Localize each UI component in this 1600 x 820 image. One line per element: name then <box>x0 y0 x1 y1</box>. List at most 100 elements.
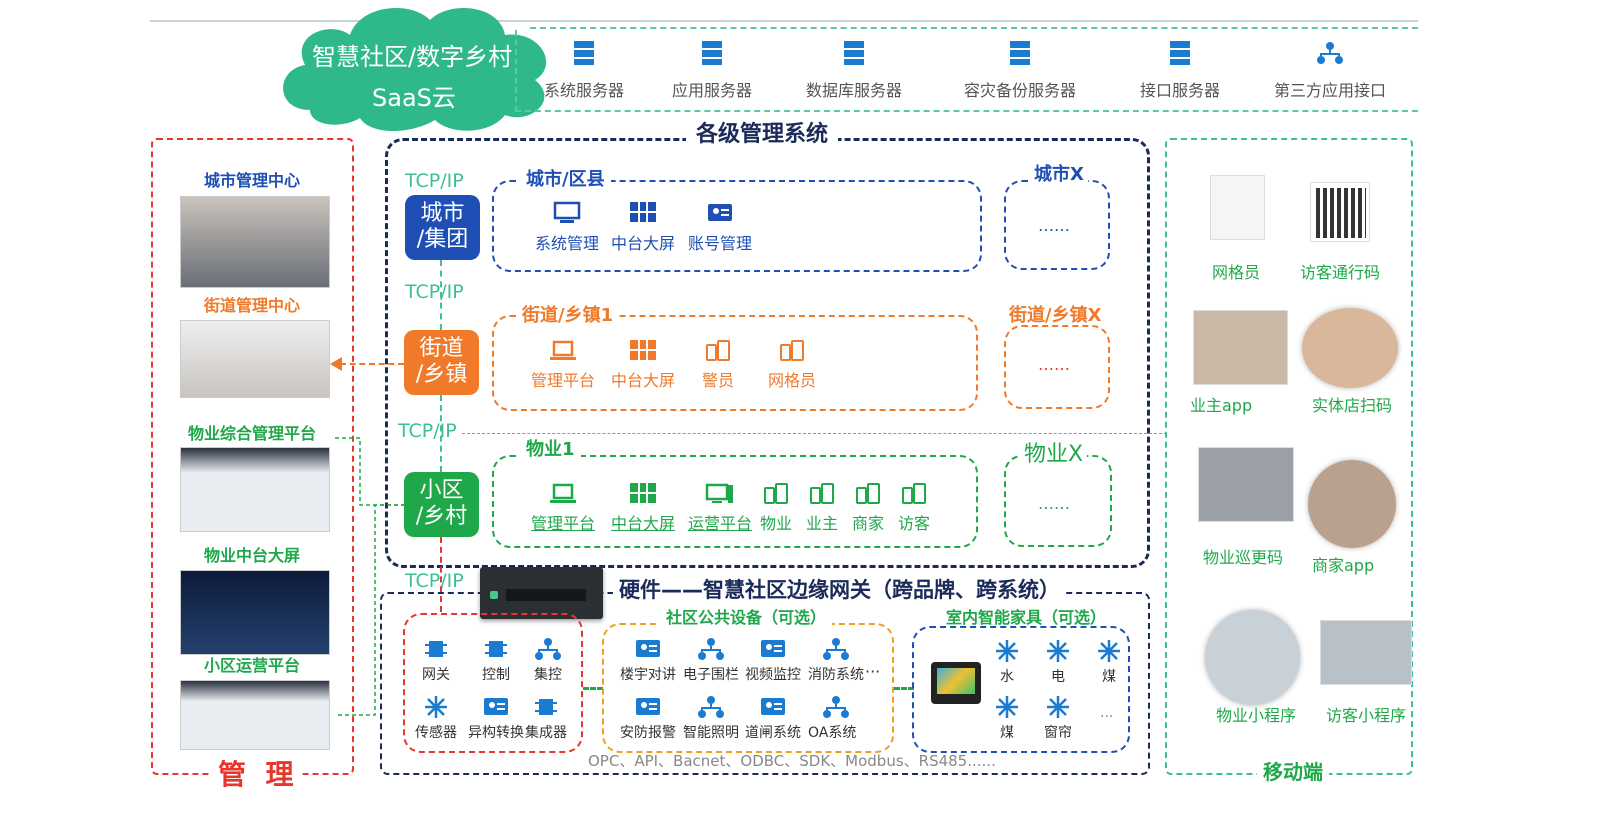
city-block-l2: /集团 <box>416 227 469 252</box>
gw-label-4: 异构转换 <box>468 725 524 741</box>
server-label-0: 系统服务器 <box>544 81 625 100</box>
gateway-box <box>403 613 583 753</box>
public-icon-6 <box>758 694 788 720</box>
home-more: ... <box>1100 705 1114 721</box>
home-label-0: 水 <box>1000 669 1014 685</box>
community-item-label-3: 物业 <box>760 514 793 533</box>
gw-icon-4 <box>481 694 511 720</box>
community-block-l2: /乡村 <box>415 504 468 529</box>
gw-label-2: 集控 <box>534 667 562 683</box>
home-box <box>912 626 1130 753</box>
community-item-icon-5 <box>853 481 883 507</box>
community-x-title: 物业X <box>1020 444 1088 466</box>
server-label-5: 第三方应用接口 <box>1274 81 1387 100</box>
mobile-image-3 <box>1302 308 1398 388</box>
community-item-label-1: 中台大屏 <box>611 514 676 533</box>
street-item-icon-2 <box>703 338 733 364</box>
public-icon-1 <box>696 636 726 662</box>
community-item-label-4: 业主 <box>806 514 839 533</box>
gw-label-5: 集成器 <box>525 725 567 741</box>
community-item-icon-0 <box>548 481 578 507</box>
mobile-label-7: 访客小程序 <box>1326 706 1407 725</box>
gw-label-3: 传感器 <box>415 725 457 741</box>
community-item-icon-2 <box>705 481 735 507</box>
mobile-label-6: 物业小程序 <box>1216 706 1297 725</box>
server-icon-1 <box>697 40 727 66</box>
community-block[interactable]: 小区/乡村 <box>404 472 479 537</box>
home-icon-0 <box>992 638 1022 664</box>
city-x-title: 城市X <box>1030 166 1088 184</box>
home-icon-1 <box>1043 638 1073 664</box>
left-label-3: 物业中台大屏 <box>204 546 301 565</box>
mobile-image-5 <box>1308 460 1396 548</box>
home-icon-2 <box>1094 638 1124 664</box>
city-box <box>492 180 982 272</box>
home-label-3: 煤 <box>1000 725 1014 741</box>
street-x-box <box>1004 325 1110 409</box>
left-screenshot-4 <box>180 680 330 750</box>
mgmt-system-title: 各级管理系统 <box>686 124 839 146</box>
level-connector-2 <box>440 395 442 472</box>
gateway-device <box>480 567 603 619</box>
street-title: 街道/乡镇1 <box>516 307 620 325</box>
city-block[interactable]: 城市/集团 <box>405 195 480 260</box>
left-label-4: 小区运营平台 <box>204 656 301 675</box>
server-label-1: 应用服务器 <box>672 81 753 100</box>
mobile-footer: 移动端 <box>1257 762 1329 782</box>
gw-icon-3 <box>421 694 451 720</box>
city-item-icon-1 <box>628 200 658 226</box>
street-block[interactable]: 街道/乡镇 <box>404 330 479 395</box>
server-icon-3 <box>1005 40 1035 66</box>
street-x-ellipsis: …… <box>1038 355 1070 374</box>
mobile-image-2 <box>1193 310 1288 385</box>
public-more: ··· <box>865 662 881 681</box>
mobile-image-6 <box>1205 610 1300 705</box>
mobile-image-7 <box>1320 620 1412 685</box>
community-item-label-2: 运营平台 <box>688 514 753 533</box>
top-rule <box>150 20 1418 22</box>
public-icon-3 <box>821 636 851 662</box>
community-item-label-5: 商家 <box>852 514 885 533</box>
community-item-label-6: 访客 <box>898 514 931 533</box>
home-title: 室内智能家具（可选） <box>940 610 1113 626</box>
tcp-label-3: TCP/IP <box>398 420 457 442</box>
community-item-icon-4 <box>807 481 837 507</box>
public-title: 社区公共设备（可选） <box>660 610 833 626</box>
tcp-label-4: TCP/IP <box>405 570 464 592</box>
street-item-icon-3 <box>777 338 807 364</box>
public-icon-0 <box>633 636 663 662</box>
community-item-label-0: 管理平台 <box>531 514 596 533</box>
mobile-label-1: 访客通行码 <box>1300 263 1381 282</box>
left-screenshot-2 <box>180 447 330 532</box>
community-x-ellipsis: …… <box>1038 494 1070 513</box>
server-icon-0 <box>569 40 599 66</box>
mobile-label-5: 商家app <box>1312 556 1375 575</box>
city-item-label-1: 中台大屏 <box>611 234 676 253</box>
public-icon-5 <box>696 694 726 720</box>
city-item-label-0: 系统管理 <box>535 234 600 253</box>
community-box <box>492 455 978 548</box>
home-icon-3 <box>992 694 1022 720</box>
server-icon-5 <box>1315 40 1345 66</box>
left-screenshot-3 <box>180 570 330 655</box>
server-icon-2 <box>839 40 869 66</box>
mobile-label-2: 业主app <box>1190 396 1253 415</box>
street-x-title: 街道/乡镇X <box>1005 307 1106 325</box>
tcp-label-2: TCP/IP <box>405 281 464 303</box>
city-item-label-2: 账号管理 <box>688 234 753 253</box>
tcp-label-1: TCP/IP <box>405 170 464 192</box>
management-footer: 管 理 <box>212 761 300 789</box>
gw-icon-1 <box>481 636 511 662</box>
mobile-label-4: 物业巡更码 <box>1203 548 1284 567</box>
top-rule-dashed <box>530 27 1418 29</box>
public-label-7: OA系统 <box>808 725 857 741</box>
left-screenshot-1 <box>180 320 330 398</box>
street-block-l1: 街道 <box>419 336 464 361</box>
server-icon-4 <box>1165 40 1195 66</box>
street-item-icon-0 <box>548 338 578 364</box>
gw-label-0: 网关 <box>422 667 450 683</box>
city-item-icon-2 <box>705 200 735 226</box>
city-block-l1: 城市 <box>420 201 465 226</box>
gw-public-link <box>583 687 603 690</box>
gw-icon-0 <box>421 636 451 662</box>
